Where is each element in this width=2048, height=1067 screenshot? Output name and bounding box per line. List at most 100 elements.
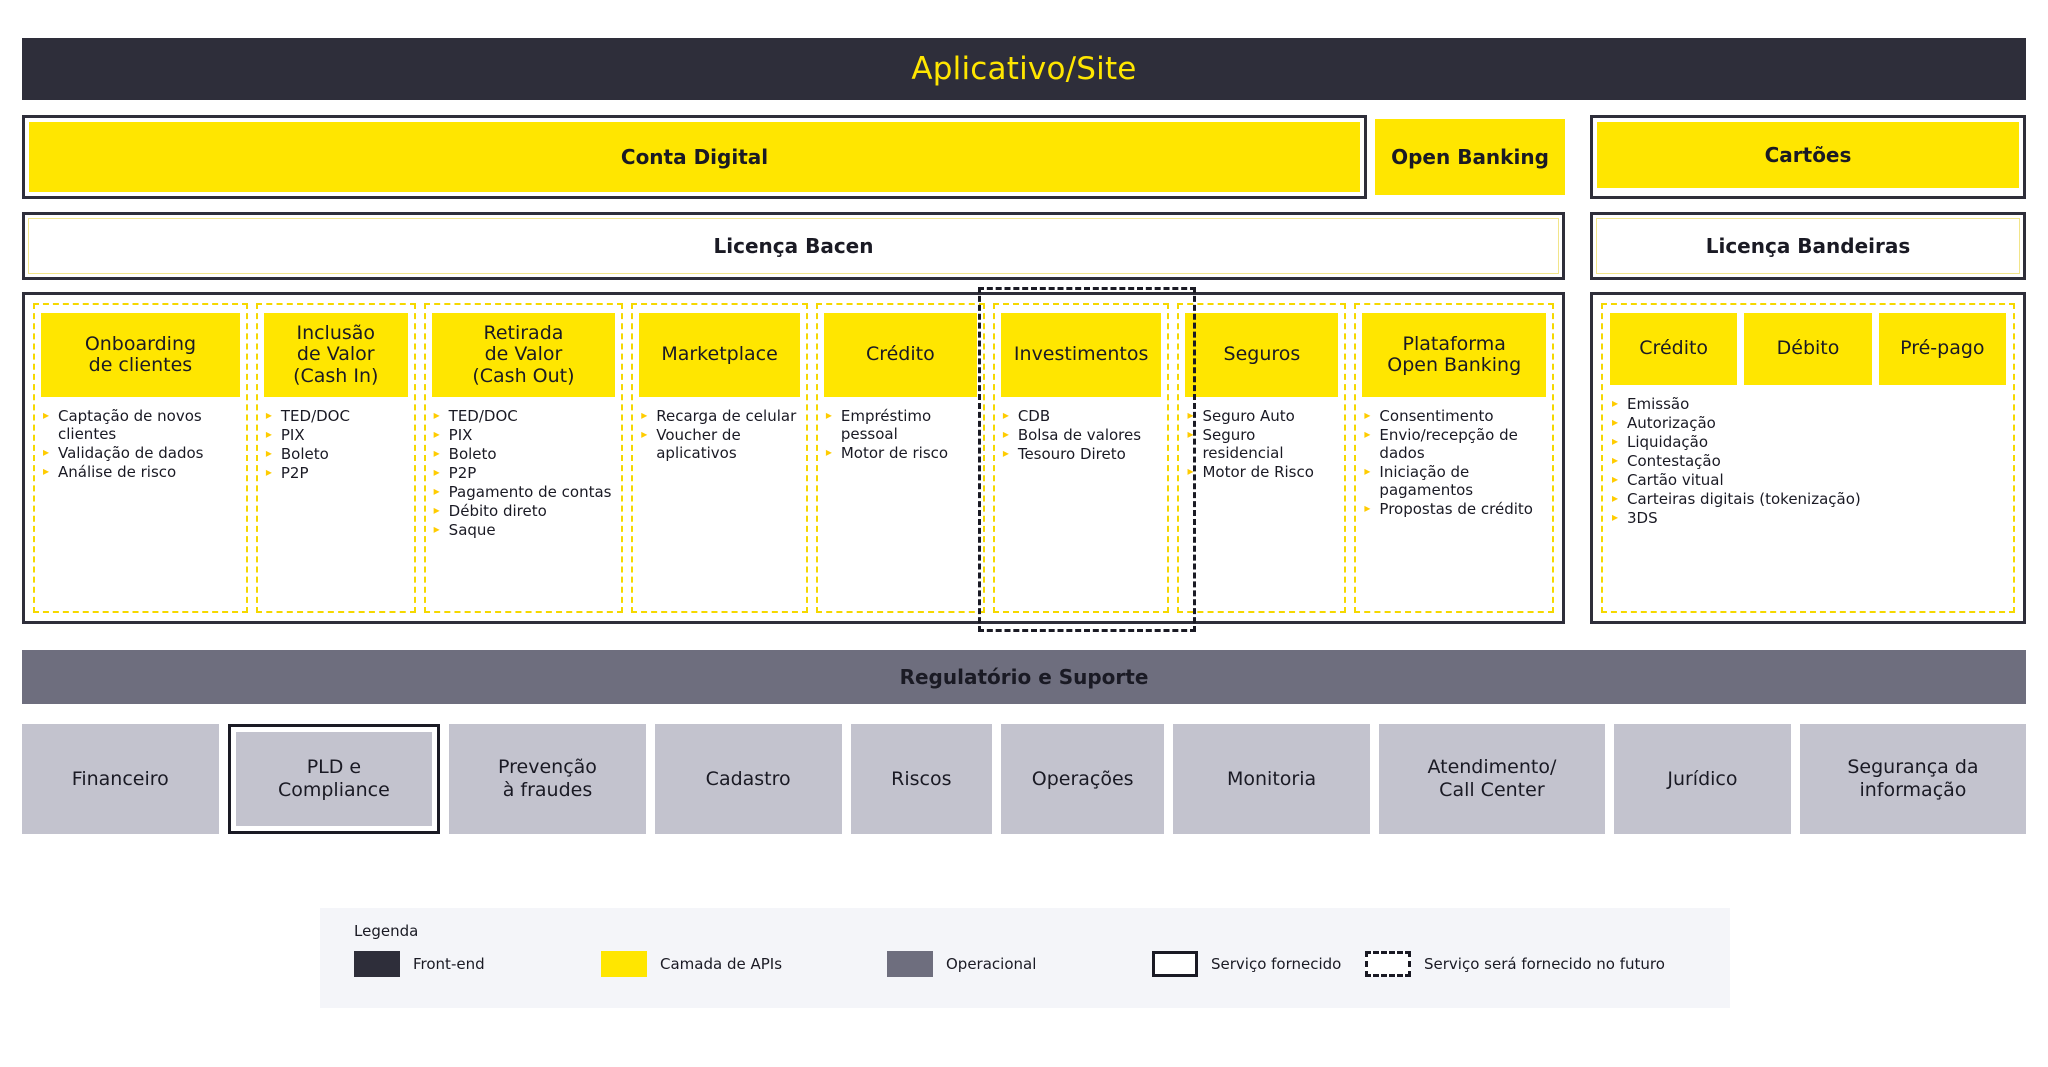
support-box-label: Operações bbox=[1031, 767, 1134, 790]
legend-item-label: Camada de APIs bbox=[660, 955, 783, 973]
service-feature-item: Bolsa de valores bbox=[1003, 426, 1162, 444]
service-feature-item: Propostas de crédito bbox=[1364, 500, 1546, 518]
service-title: Investimentos bbox=[1000, 313, 1162, 397]
service-feature-item: CDB bbox=[1003, 407, 1162, 425]
operacional-swatch bbox=[887, 951, 933, 977]
card-feature-item: Carteiras digitais (tokenização) bbox=[1612, 490, 2006, 508]
support-box-label: Financeiro bbox=[71, 767, 169, 790]
service-feature-item: PIX bbox=[434, 426, 616, 444]
cards-feature-list: EmissãoAutorizaçãoLiquidaçãoContestaçãoC… bbox=[1610, 395, 2006, 527]
service-feature-item: P2P bbox=[266, 464, 408, 482]
support-box-label: Riscos bbox=[891, 767, 952, 790]
service-title: Crédito bbox=[823, 313, 977, 397]
service-feature-item: Voucher de aplicativos bbox=[641, 426, 800, 462]
service-feature-item: Seguro Auto bbox=[1187, 407, 1338, 425]
service-feature-item: Boleto bbox=[434, 445, 616, 463]
legend-item: Operacional bbox=[887, 951, 1152, 977]
open-banking-label: Open Banking bbox=[1391, 145, 1549, 169]
support-box[interactable]: Riscos bbox=[850, 724, 993, 834]
licenca-bandeiras-label: Licença Bandeiras bbox=[1705, 234, 1911, 258]
conta-digital-label: Conta Digital bbox=[620, 145, 769, 169]
cartoes-block[interactable]: Cartões bbox=[1590, 115, 2026, 199]
service-feature-item: Consentimento bbox=[1364, 407, 1546, 425]
service-feature-item: Empréstimo pessoal bbox=[826, 407, 977, 443]
support-box[interactable]: Monitoria bbox=[1173, 724, 1370, 834]
service-feature-list: TED/DOCPIXBoletoP2PPagamento de contasDé… bbox=[432, 407, 616, 540]
service-feature-item: Recarga de celular bbox=[641, 407, 800, 425]
service-feature-item: P2P bbox=[434, 464, 616, 482]
support-box[interactable]: Jurídico bbox=[1613, 724, 1791, 834]
service-feature-item: Seguro residencial bbox=[1187, 426, 1338, 462]
service-feature-list: Recarga de celularVoucher de aplicativos bbox=[639, 407, 800, 463]
licenca-bandeiras-block[interactable]: Licença Bandeiras bbox=[1590, 212, 2026, 280]
service-column[interactable]: SegurosSeguro AutoSeguro residencialMoto… bbox=[1177, 303, 1347, 613]
support-box-label: Atendimento/Call Center bbox=[1427, 756, 1557, 801]
support-box[interactable]: Operações bbox=[1001, 724, 1165, 834]
service-feature-list: CDBBolsa de valoresTesouro Direto bbox=[1001, 407, 1162, 464]
legend-item: Front-end bbox=[354, 951, 601, 977]
front-end-swatch bbox=[354, 951, 400, 977]
conta-digital-block[interactable]: Conta Digital bbox=[22, 115, 1367, 199]
legend-item-label: Serviço fornecido bbox=[1211, 955, 1342, 973]
card-type-head[interactable]: Pré-pago bbox=[1878, 313, 2006, 385]
licenca-bacen-block[interactable]: Licença Bacen bbox=[22, 212, 1565, 280]
licenca-bacen-label: Licença Bacen bbox=[713, 234, 874, 258]
legend-item: Camada de APIs bbox=[601, 951, 887, 977]
service-feature-item: PIX bbox=[266, 426, 408, 444]
card-feature-item: Autorização bbox=[1612, 414, 2006, 432]
service-feature-list: Captação de novos clientesValidação de d… bbox=[41, 407, 240, 482]
legend-item-label: Front-end bbox=[413, 955, 485, 973]
support-box[interactable]: Financeiro bbox=[22, 724, 219, 834]
support-box[interactable]: Cadastro bbox=[654, 724, 842, 834]
service-feature-item: TED/DOC bbox=[266, 407, 408, 425]
legend: Legenda Front-end Camada de APIs Operacion… bbox=[320, 908, 1730, 1008]
service-column[interactable]: InvestimentosCDBBolsa de valoresTesouro … bbox=[992, 303, 1170, 613]
legend-title: Legenda bbox=[354, 922, 419, 940]
legend-item-label: Operacional bbox=[946, 955, 1037, 973]
card-type-head[interactable]: Débito bbox=[1744, 313, 1872, 385]
card-feature-item: Liquidação bbox=[1612, 433, 2006, 451]
legend-item: Serviço fornecido bbox=[1152, 951, 1365, 977]
service-feature-item: Iniciação de pagamentos bbox=[1364, 463, 1546, 499]
license-layer-row: Licença Bacen Licença Bandeiras bbox=[22, 212, 2026, 280]
service-feature-item: Motor de risco bbox=[826, 444, 977, 462]
service-feature-item: Pagamento de contas bbox=[434, 483, 616, 501]
service-feature-item: Validação de dados bbox=[43, 444, 240, 462]
open-banking-block[interactable]: Open Banking bbox=[1375, 119, 1565, 195]
card-feature-item: Emissão bbox=[1612, 395, 2006, 413]
servico-futuro-swatch bbox=[1365, 951, 1411, 977]
cartoes-label: Cartões bbox=[1764, 143, 1852, 167]
service-feature-list: TED/DOCPIXBoletoP2P bbox=[264, 407, 408, 483]
card-type-head[interactable]: Crédito bbox=[1610, 313, 1738, 385]
legend-items: Front-end Camada de APIs Operacional Serviç… bbox=[354, 951, 1696, 977]
legend-item: Serviço será fornecido no futuro bbox=[1365, 951, 1665, 977]
service-feature-item: Boleto bbox=[266, 445, 408, 463]
service-title: Marketplace bbox=[639, 313, 800, 397]
service-column[interactable]: CréditoEmpréstimo pessoalMotor de risco bbox=[815, 303, 985, 613]
page-title: Aplicativo/Site bbox=[911, 51, 1137, 87]
service-feature-item: Captação de novos clientes bbox=[43, 407, 240, 443]
service-title: Seguros bbox=[1185, 313, 1339, 397]
service-column[interactable]: MarketplaceRecarga de celularVoucher de … bbox=[631, 303, 808, 613]
support-box[interactable]: Atendimento/Call Center bbox=[1378, 724, 1605, 834]
